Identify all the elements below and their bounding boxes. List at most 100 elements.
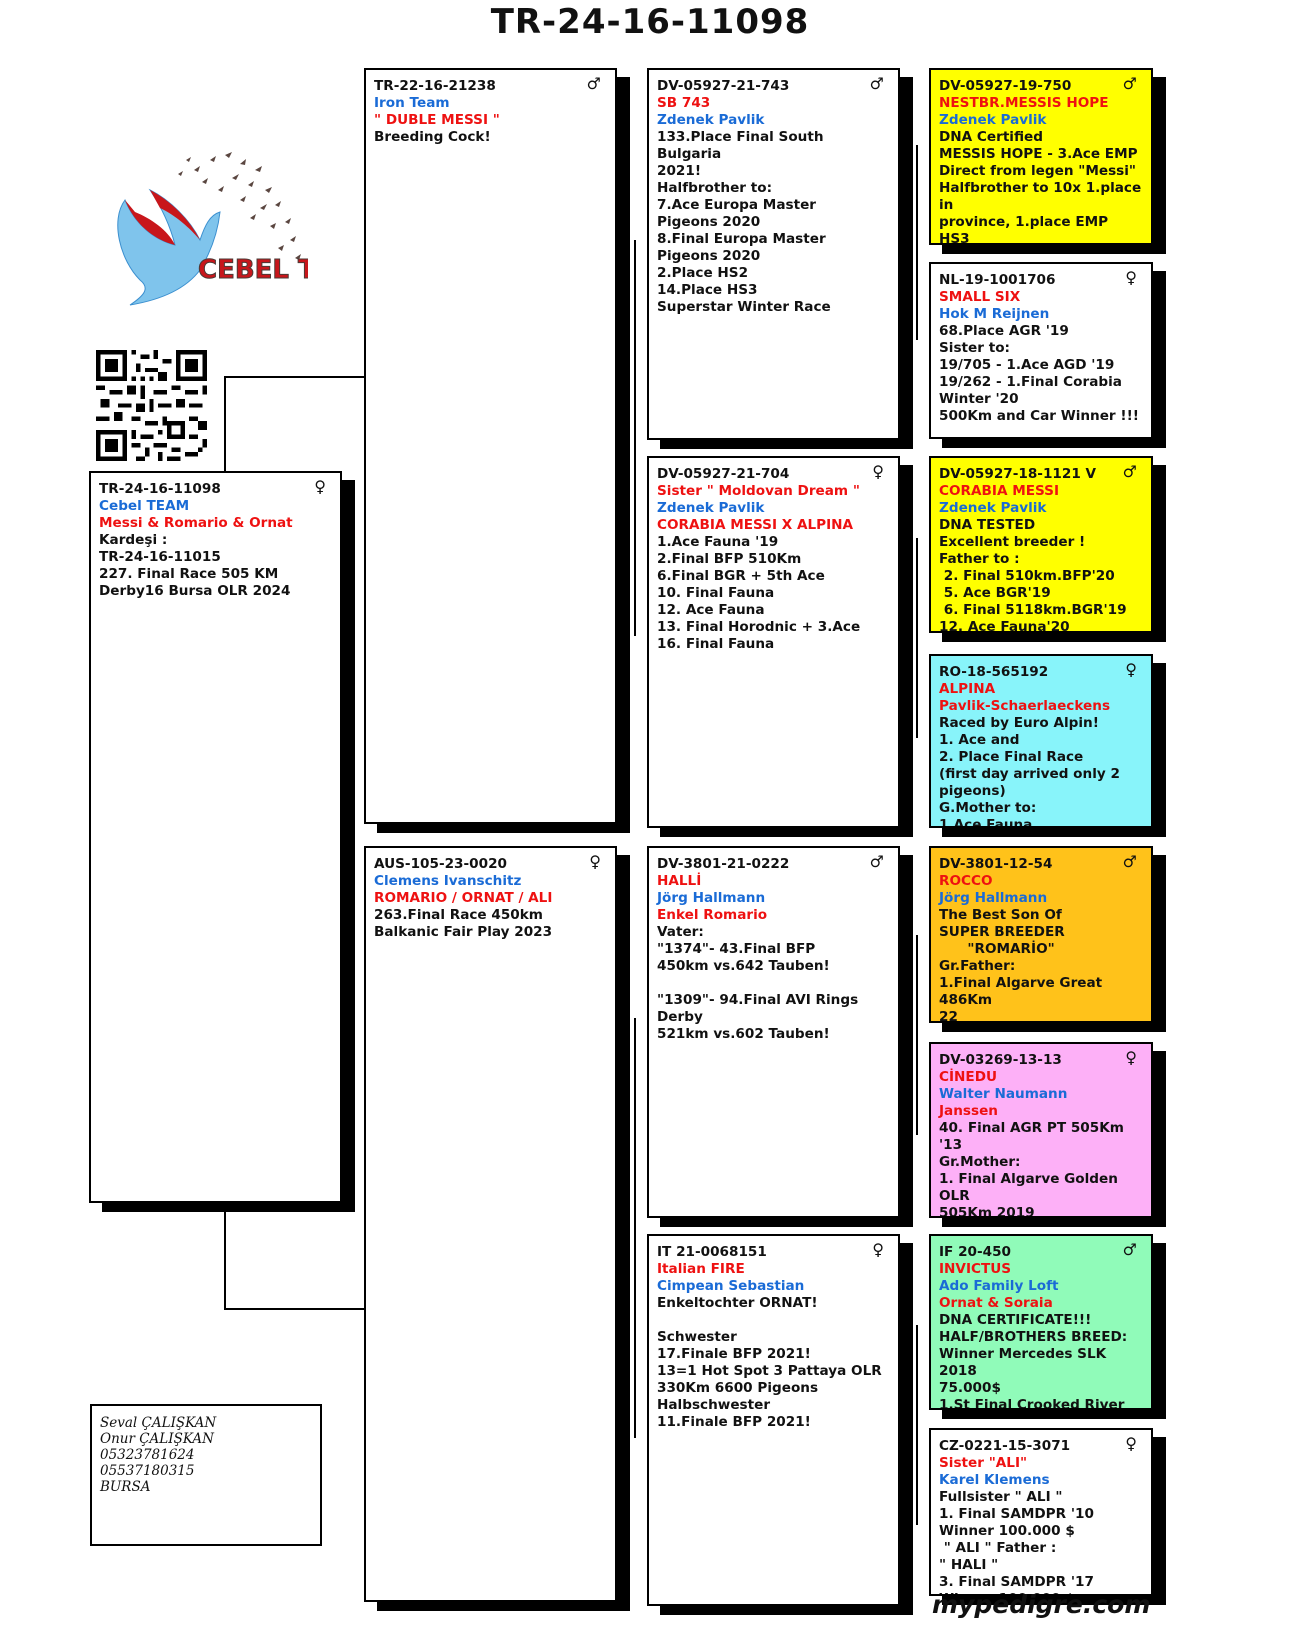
ring-number: TR-24-16-11098 [99, 481, 332, 498]
contact-line: Seval ÇALIŞKAN [100, 1415, 312, 1431]
owner-name: Cebel TEAM [99, 498, 332, 515]
connector-line [916, 538, 918, 738]
pigeon-notes: Fullsister " ALI " 1. Final SAMDPR '10 W… [939, 1489, 1143, 1596]
owner-name: Zdenek Pavlik [939, 500, 1143, 517]
pigeon-name: ROMARIO / ORNAT / ALI [374, 890, 607, 907]
female-icon: ♀ [314, 478, 326, 495]
owner-name: Iron Team [374, 95, 607, 112]
female-icon: ♀ [872, 1241, 884, 1258]
sire-card[interactable]: ♂ TR-22-16-21238 Iron Team " DUBLE MESSI… [364, 68, 617, 824]
sss-card[interactable]: ♂ DV-05927-19-750 NESTBR.MESSIS HOPE Zde… [929, 68, 1153, 245]
ring-number: DV-3801-21-0222 [657, 856, 890, 873]
contact-city: BURSA [100, 1479, 312, 1495]
owner-name: Jörg Hallmann [939, 890, 1143, 907]
pigeon-name: ROCCO [939, 873, 1143, 890]
pigeon-notes: 68.Place AGR '19 Sister to: 19/705 - 1.A… [939, 323, 1143, 425]
connector-line [916, 1325, 918, 1525]
female-icon: ♀ [1125, 1049, 1137, 1066]
pigeon-name: CİNEDU [939, 1069, 1143, 1086]
pigeon-name: CORABIA MESSI [939, 483, 1143, 500]
male-icon: ♂ [1123, 463, 1137, 480]
pigeon-name: HALLİ [657, 873, 890, 890]
connector-line [916, 145, 918, 340]
site-watermark: mypedigre.com [932, 1590, 1150, 1619]
lineage-note: Janssen [939, 1103, 1143, 1120]
owner-name: Zdenek Pavlik [939, 112, 1143, 129]
svg-text:CEBEL TEAM: CEBEL TEAM [198, 255, 308, 285]
owner-name: Zdenek Pavlik [657, 112, 890, 129]
owner-name: Walter Naumann [939, 1086, 1143, 1103]
subject-pigeon-card[interactable]: ♀ TR-24-16-11098 Cebel TEAM Messi & Roma… [89, 471, 342, 1203]
connector-line [224, 376, 364, 378]
sdd-card[interactable]: ♀ RO-18-565192 ALPINA Pavlik-Schaerlaeck… [929, 654, 1153, 828]
lineage-note: Messi & Romario & Ornat [99, 515, 332, 532]
pigeon-notes: Kardeşi : TR-24-16-11015 227. Final Race… [99, 532, 332, 600]
pigeon-notes: DNA TESTED Excellent breeder ! Father to… [939, 517, 1143, 633]
pigeon-name: ALPINA [939, 681, 1143, 698]
lineage-note: Enkel Romario [657, 907, 890, 924]
dam-dam-card[interactable]: ♀ IT 21-0068151 Italian FIRE Cimpean Seb… [647, 1234, 900, 1606]
dds-card[interactable]: ♂ IF 20-450 INVICTUS Ado Family Loft Orn… [929, 1234, 1153, 1410]
ssd-card[interactable]: ♀ NL-19-1001706 SMALL SIX Hok M Reijnen … [929, 262, 1153, 439]
male-icon: ♂ [870, 75, 884, 92]
ring-number: NL-19-1001706 [939, 272, 1143, 289]
pigeon-notes: DNA Certified MESSIS HOPE - 3.Ace EMP Di… [939, 129, 1143, 245]
pigeon-notes: 40. Final AGR PT 505Km '13 Gr.Mother: 1.… [939, 1120, 1143, 1218]
connector-line [224, 1200, 226, 1310]
owner-name: Clemens Ivanschitz [374, 873, 607, 890]
connector-line [224, 1308, 364, 1310]
owner-name: Ado Family Loft [939, 1278, 1143, 1295]
sds-card[interactable]: ♂ DV-05927-18-1121 V CORABIA MESSI Zdene… [929, 456, 1153, 633]
ring-number: DV-3801-12-54 [939, 856, 1143, 873]
breeder-contact-box: Seval ÇALIŞKAN Onur ÇALIŞKAN 05323781624… [90, 1404, 322, 1546]
male-icon: ♂ [1123, 1241, 1137, 1258]
ring-number: DV-03269-13-13 [939, 1052, 1143, 1069]
owner-name: Karel Klemens [939, 1472, 1143, 1489]
owner-name: Hok M Reijnen [939, 306, 1143, 323]
pigeon-name: SB 743 [657, 95, 890, 112]
ring-number: DV-05927-18-1121 V [939, 466, 1143, 483]
ring-number: DV-05927-21-704 [657, 466, 890, 483]
cebel-team-logo: CEBEL TEAM [90, 130, 308, 340]
page-title: TR-24-16-11098 [0, 2, 1300, 42]
ddd-card[interactable]: ♀ CZ-0221-15-3071 Sister "ALI" Karel Kle… [929, 1428, 1153, 1596]
sire-sire-card[interactable]: ♂ DV-05927-21-743 SB 743 Zdenek Pavlik 1… [647, 68, 900, 440]
ring-number: TR-22-16-21238 [374, 78, 607, 95]
lineage-note: Ornat & Soraia [939, 1295, 1143, 1312]
pigeon-notes: Vater: "1374"- 43.Final BFP 450km vs.642… [657, 924, 890, 1043]
ring-number: DV-05927-21-743 [657, 78, 890, 95]
connector-line [634, 1018, 636, 1438]
pigeon-notes: The Best Son Of SUPER BREEDER "ROMARİO" … [939, 907, 1143, 1023]
female-icon: ♀ [1125, 1435, 1137, 1452]
connector-line [634, 240, 636, 636]
pigeon-name: Sister " Moldovan Dream " [657, 483, 890, 500]
ring-number: RO-18-565192 [939, 664, 1143, 681]
sire-dam-card[interactable]: ♀ DV-05927-21-704 Sister " Moldovan Drea… [647, 456, 900, 828]
ring-number: DV-05927-19-750 [939, 78, 1143, 95]
male-icon: ♂ [870, 853, 884, 870]
pigeon-name: Italian FIRE [657, 1261, 890, 1278]
pigeon-name: INVICTUS [939, 1261, 1143, 1278]
dam-card[interactable]: ♀ AUS-105-23-0020 Clemens Ivanschitz ROM… [364, 846, 617, 1602]
pigeon-notes: Breeding Cock! [374, 129, 607, 146]
dsd-card[interactable]: ♀ DV-03269-13-13 CİNEDU Walter Naumann J… [929, 1042, 1153, 1218]
ring-number: IT 21-0068151 [657, 1244, 890, 1261]
pigeon-notes: 133.Place Final South Bulgaria 2021! Hal… [657, 129, 890, 316]
pigeon-notes: DNA CERTIFICATE!!! HALF/BROTHERS BREED: … [939, 1312, 1143, 1410]
female-icon: ♀ [1125, 269, 1137, 286]
qr-code-icon [96, 350, 207, 461]
pigeon-notes: 1.Ace Fauna '19 2.Final BFP 510Km 6.Fina… [657, 534, 890, 653]
pigeon-notes: 263.Final Race 450km Balkanic Fair Play … [374, 907, 607, 941]
ring-number: AUS-105-23-0020 [374, 856, 607, 873]
contact-phone: 05537180315 [100, 1463, 312, 1479]
dam-sire-card[interactable]: ♂ DV-3801-21-0222 HALLİ Jörg Hallmann En… [647, 846, 900, 1218]
owner-name: Cimpean Sebastian [657, 1278, 890, 1295]
dss-card[interactable]: ♂ DV-3801-12-54 ROCCO Jörg Hallmann The … [929, 846, 1153, 1023]
ring-number: CZ-0221-15-3071 [939, 1438, 1143, 1455]
connector-line [224, 376, 226, 472]
contact-phone: 05323781624 [100, 1447, 312, 1463]
male-icon: ♂ [1123, 75, 1137, 92]
ring-number: IF 20-450 [939, 1244, 1143, 1261]
female-icon: ♀ [872, 463, 884, 480]
pigeon-name: SMALL SIX [939, 289, 1143, 306]
